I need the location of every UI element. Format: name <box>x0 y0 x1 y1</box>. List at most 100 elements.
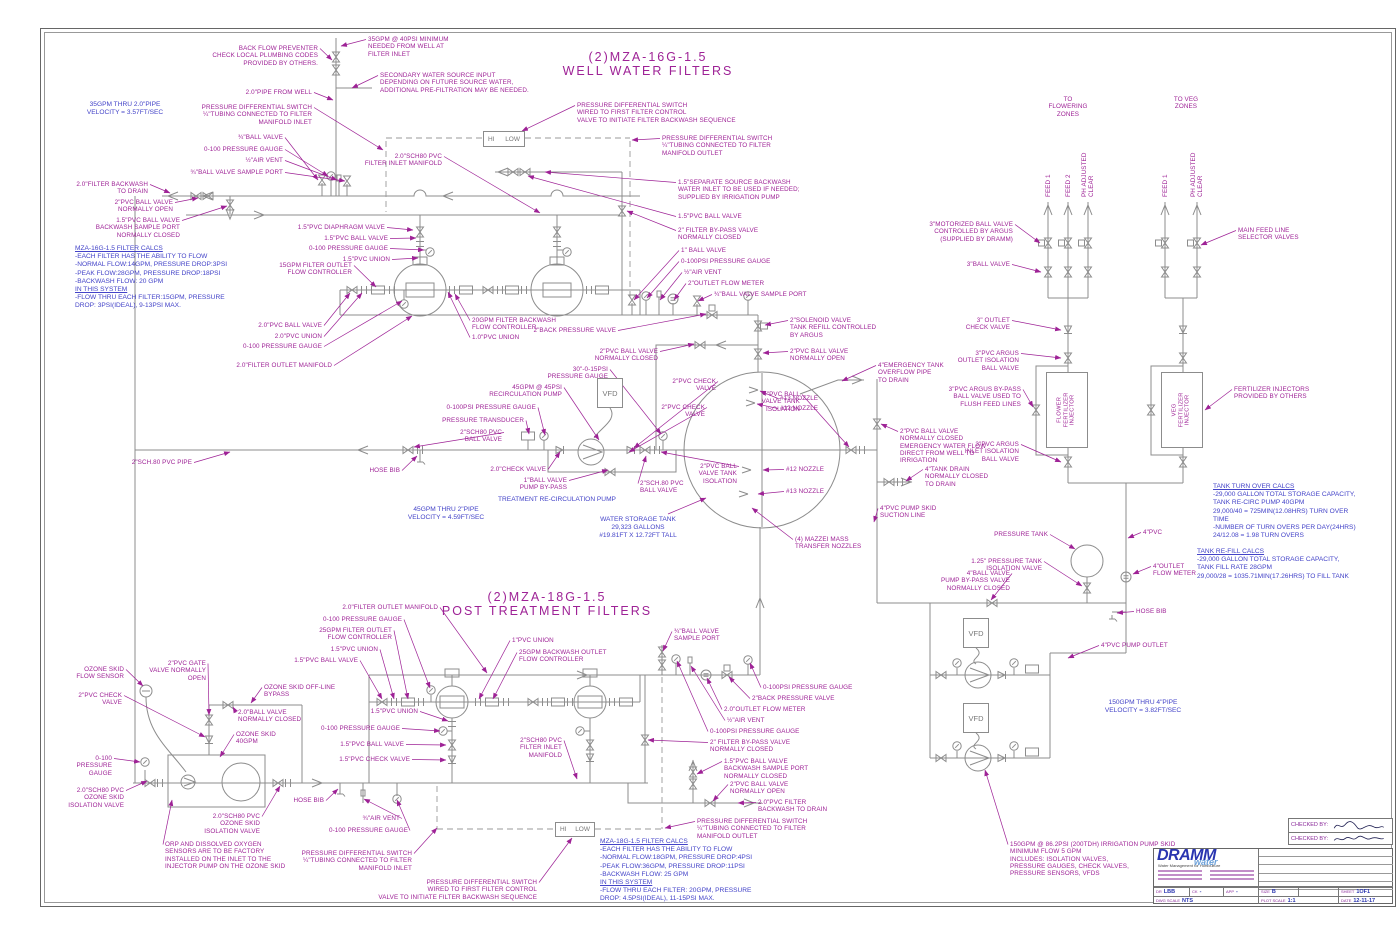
diagram-label: #12 NOZZLE <box>780 405 819 412</box>
leader-line <box>547 451 561 470</box>
leader-line <box>443 156 541 214</box>
diagram-label: MAIN FEED LINE SELECTOR VALVES <box>1238 227 1299 242</box>
diagram-label: 0-100 PRESSURE GAUGE <box>321 725 400 732</box>
leader-line <box>631 137 661 143</box>
calc-note: MZA-16G-1.5 FILTER CALCS-EACH FILTER HAS… <box>75 245 228 310</box>
diagram-label: 4"PVC PUMP SKID SUCTION LINE <box>880 505 937 520</box>
diagram-label: 25GPM FILTER OUTLET FLOW CONTROLLER <box>319 627 392 642</box>
sheet-border-inner <box>44 32 1392 903</box>
diagram-label: 3"PVC ARGUS OUTLET ISOLATION BALL VALVE <box>957 350 1019 372</box>
leader-line <box>759 390 779 399</box>
diagram-label: PH ADJUSTED CLEAR <box>1081 152 1096 198</box>
leader-line <box>1127 532 1142 539</box>
leader-line <box>538 837 573 883</box>
diagram-label: 2"SCH.80 PVC PIPE <box>131 459 192 466</box>
diagram-label: PH ADJUSTED CLEAR <box>1190 152 1205 198</box>
leader-line <box>123 695 206 738</box>
diagram-label: 4"BALL VALVE PUMP BY-PASS VALVE NORMALLY… <box>941 570 1010 592</box>
leader-line <box>1043 561 1083 587</box>
leader-line <box>125 669 144 687</box>
leader-line <box>284 172 346 183</box>
diagram-label: 2" FILTER BY-PASS VALVE NORMALLY CLOSED <box>710 739 791 754</box>
diagram-label: 2.0"BALL VALVE NORMALLY CLOSED <box>238 709 302 724</box>
leader-line <box>340 39 367 47</box>
leader-line <box>313 107 384 151</box>
diagram-label: 0-100 PRESSURE GAUGE <box>329 827 408 834</box>
leader-line <box>393 630 410 700</box>
diagram-label: 1.5"PVC UNION <box>342 256 390 263</box>
field-app: APP- <box>1224 887 1259 896</box>
leader-line <box>1132 566 1152 575</box>
diagram-label: 1.5"SEPARATE SOURCE BACKWASH WATER INLET… <box>678 179 800 201</box>
signature <box>1333 836 1384 841</box>
diagram-label: 1.5"PVC CHECK VALVE <box>339 756 410 763</box>
leader-line <box>751 507 794 540</box>
diagram-label: 25GPM BACKWASH OUTLET FLOW CONTROLLER <box>519 649 607 664</box>
leader-line <box>568 469 609 481</box>
diagram-label: 3"MOTORIZED BALL VALVE CONTROLLED BY ARG… <box>929 221 1013 243</box>
field-empty <box>1299 887 1339 896</box>
leader-line <box>250 687 263 704</box>
diagram-label: FEED 1 <box>1162 174 1169 197</box>
leader-line <box>676 660 709 732</box>
logo-address-lines <box>1158 870 1254 881</box>
diagram-label: ¾"AIR VENT <box>362 815 400 822</box>
logo-text: DRAMM <box>1157 849 1216 864</box>
diagram-label: ½"AIR VENT <box>727 717 765 724</box>
leader-line <box>659 272 683 301</box>
leader-line <box>181 205 228 221</box>
signature <box>1333 820 1384 830</box>
leader-line <box>737 800 757 806</box>
diagram-label: ¾"BALL VALVE <box>238 134 283 141</box>
leader-line <box>403 619 431 689</box>
leader-line <box>125 780 148 791</box>
leader-line <box>660 450 740 467</box>
diagram-label: 2"PVC BALL VALVE NORMALLY CLOSED EMERGEN… <box>900 428 987 465</box>
diagram-label: #12 NOZZLE <box>786 466 825 473</box>
calc-note: MZA-18G-1.5 FILTER CALCS-EACH FILTER HAS… <box>600 838 753 903</box>
leader-line <box>637 455 647 484</box>
diagram-label: 1.5"PVC BALL VALVE BACKWASH SAMPLE PORT … <box>95 217 180 239</box>
leader-line <box>690 665 726 721</box>
leader-line <box>284 149 329 177</box>
diagram-label: 2.0"PVC BALL VALVE <box>258 322 322 329</box>
leader-line <box>391 255 419 261</box>
leader-line <box>419 711 449 722</box>
leader-line <box>664 821 696 830</box>
leader-line <box>219 734 235 758</box>
leader-line <box>984 769 1009 845</box>
diagram-label: 2"PVC BALL VALVE NORMALLY CLOSED <box>594 348 658 363</box>
sheet-border <box>40 28 1396 907</box>
vfd-box: VFD <box>963 703 989 733</box>
diagram-label: OZONE SKID 40GPM <box>236 731 276 746</box>
leader-line <box>1049 534 1076 550</box>
leader-line <box>659 342 695 352</box>
diagram-label: 2"BACK PRESSURE VALVE <box>752 695 835 702</box>
diagram-label: 1.5"PVC BALL VALVE <box>324 235 388 242</box>
diagram-label: 2"PVC BALL VALVE NORMALLY OPEN <box>114 199 173 214</box>
diagram-label: 2"PVC GATE VALVE NORMALLY OPEN <box>149 660 206 682</box>
leader-line <box>873 508 879 523</box>
leader-line <box>162 799 174 845</box>
leader-line <box>905 469 924 482</box>
checked-by-label: CHECKED BY: <box>1291 835 1328 842</box>
leader-line <box>284 137 319 181</box>
revision-rows <box>1259 849 1393 890</box>
diagram-label: #13 NOZZLE <box>780 395 819 402</box>
diagram-label: 1" BALL VALVE <box>681 247 727 254</box>
leader-line <box>757 490 785 496</box>
diagram-label: TO FLOWERING ZONES <box>1048 96 1088 118</box>
diagram-label: 2" FILTER BY-PASS VALVE NORMALLY CLOSED <box>678 227 759 242</box>
diagram-label: 2"SCH.80 PVC BALL VALVE <box>640 480 684 495</box>
diagram-label: 1.5"PVC BALL VALVE <box>340 741 404 748</box>
fertilizer-injector-box: FLOWER FERTILIZER INJECTOR <box>1046 372 1088 448</box>
leader-line <box>323 292 363 337</box>
leader-line <box>386 226 414 232</box>
